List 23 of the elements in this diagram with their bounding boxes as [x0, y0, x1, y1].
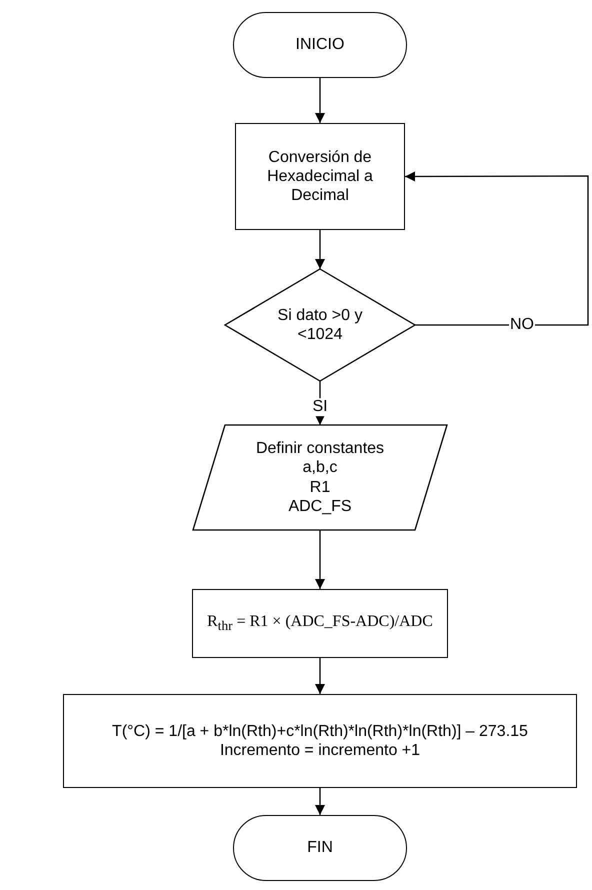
- arrow: [315, 788, 325, 815]
- process-box: [63, 694, 577, 788]
- node-text: FIN: [307, 838, 333, 858]
- edge-label: SI: [311, 398, 329, 416]
- process-box: [235, 123, 405, 230]
- node-text: Incremento = incremento +1: [220, 741, 420, 760]
- arrow: [315, 230, 325, 269]
- node-text: R1: [310, 478, 330, 497]
- node-text: ADC_FS: [288, 496, 352, 516]
- node-text: INICIO: [296, 35, 344, 55]
- data-parallelogram: [193, 425, 447, 530]
- arrow: [315, 78, 325, 123]
- decision-diamond: [225, 269, 415, 381]
- process-box: [192, 589, 448, 658]
- node-text: Definir constantes: [256, 439, 384, 458]
- arrow: [315, 530, 325, 589]
- node-text: Si dato >0 y <1024: [276, 306, 364, 344]
- node-text: a,b,c: [302, 458, 338, 478]
- arrow: [405, 171, 589, 326]
- node-text: R$_{thr}$ = R1 × (ADC_FS-ADC)/ADC: [207, 612, 433, 635]
- node-text: Conversión de Hexadecimal a Decimal: [266, 148, 374, 206]
- node-text: T(°C) = 1/[a + b*ln(Rth)+c*ln(Rth)*ln(Rth)*ln(Rth)] – 273.15: [112, 722, 528, 741]
- arrow: [315, 658, 325, 694]
